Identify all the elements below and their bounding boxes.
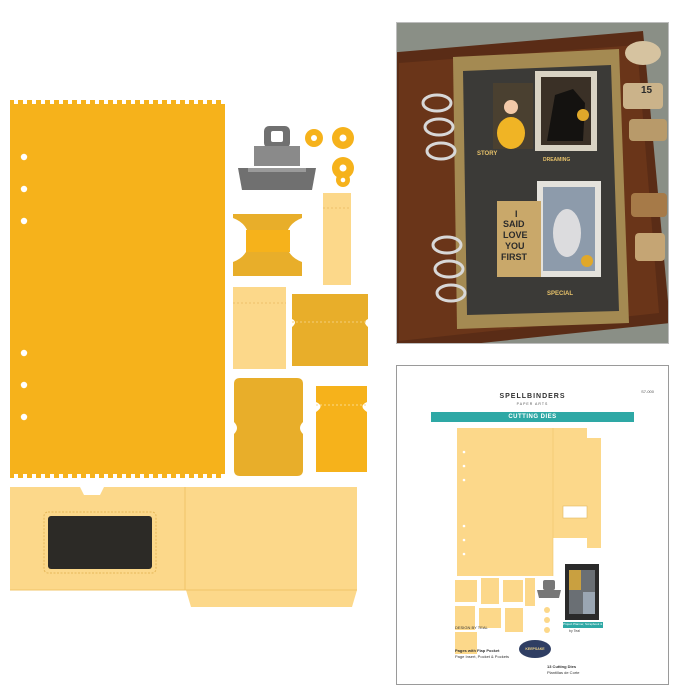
perforation-tooth xyxy=(50,100,54,104)
perforation-tooth xyxy=(158,100,162,104)
light-ticket-die xyxy=(233,287,286,369)
side-number: 15 xyxy=(641,85,653,96)
perforation-tooth xyxy=(194,474,198,478)
perforation-tooth xyxy=(23,474,27,478)
perforation-tooth xyxy=(122,474,126,478)
perforation-tooth xyxy=(104,100,108,104)
perforation-tooth xyxy=(86,100,90,104)
perforation-tooth xyxy=(50,474,54,478)
perforation-tooth xyxy=(194,100,198,104)
package-count: 13 Cutting Dies xyxy=(547,664,577,669)
perforation-tooth xyxy=(131,474,135,478)
perforation-tooth xyxy=(122,100,126,104)
pocket-window xyxy=(48,516,152,569)
bowtie-tag-die xyxy=(233,214,302,276)
perforation-tooth xyxy=(59,474,63,478)
perforation-tooth xyxy=(176,474,180,478)
perforation-tooth xyxy=(77,474,81,478)
circle-brads-die xyxy=(305,127,354,187)
binder-holes xyxy=(20,153,28,421)
package-brand: SPELLBINDERS xyxy=(499,393,566,400)
perforation-tooth xyxy=(113,474,117,478)
sample-project-photo: I SAID LOVE YOU FIRST STORY DREAMING SPE… xyxy=(396,22,669,344)
tag-line-5: FIRST xyxy=(501,252,527,262)
perforation-tooth xyxy=(212,474,216,478)
skinny-ticket-die xyxy=(323,193,351,285)
perforation-tooth xyxy=(167,100,171,104)
perforation-tooth xyxy=(23,100,27,104)
rounded-ticket-die xyxy=(234,378,303,476)
perforation-tooth xyxy=(77,100,81,104)
package-banner: CUTTING DIES xyxy=(431,412,634,422)
perforation-tooth xyxy=(185,474,189,478)
perforation-tooth xyxy=(221,100,225,104)
perforation-tooth xyxy=(140,474,144,478)
package-brand-sub: PAPER ARTS xyxy=(516,402,549,406)
perforation-tooth xyxy=(59,100,63,104)
perforation-tooth xyxy=(212,100,216,104)
keepsake-logo: KEEPSAKE xyxy=(519,640,551,658)
package-sku: S7-000 xyxy=(641,389,654,394)
package-count-2: Plantillas de Corte xyxy=(547,670,580,675)
tall-ticket-die xyxy=(316,386,367,472)
perforation-tooth xyxy=(149,474,153,478)
perforation-tooth xyxy=(32,474,36,478)
perforation-tooth xyxy=(32,100,36,104)
story-word: STORY xyxy=(477,151,498,157)
product-package: SPELLBINDERS PAPER ARTS S7-000 CUTTING D… xyxy=(396,365,669,685)
die-set-illustration xyxy=(10,100,368,607)
perforation-tooth xyxy=(68,474,72,478)
perforation-tooth xyxy=(176,100,180,104)
perforation-tooth xyxy=(203,100,207,104)
perforation-tooth xyxy=(149,100,153,104)
perforation-tooth xyxy=(104,474,108,478)
package-die-art xyxy=(455,428,603,654)
page-insert-die xyxy=(10,100,225,478)
perforation-tooth xyxy=(131,100,135,104)
perforation-tooth xyxy=(140,100,144,104)
perforation-tooth xyxy=(185,100,189,104)
flap-pocket-die xyxy=(10,487,357,607)
planner-photo-art xyxy=(397,23,668,343)
package-designer: DESIGN BY TEAL xyxy=(455,625,488,630)
perforation-tooth xyxy=(68,100,72,104)
package-right-note-2: by Teal xyxy=(569,629,581,633)
dreaming-word: DREAMING xyxy=(543,157,571,163)
perforation-tooth xyxy=(95,474,99,478)
perforation-tooth xyxy=(14,474,18,478)
perforation-tooth xyxy=(203,474,207,478)
perforation-tooth xyxy=(95,100,99,104)
perforation-tooth xyxy=(221,474,225,478)
tag-line-1: I xyxy=(515,209,518,219)
perforation-tooth xyxy=(86,474,90,478)
perforation-tooth xyxy=(113,100,117,104)
package-product-name: Pages with Flap Pocket xyxy=(455,648,500,653)
notched-ticket-die xyxy=(292,294,368,366)
package-right-note: Project Planner, Scrapbook & Journal xyxy=(563,622,613,626)
perforation-tooth xyxy=(41,100,45,104)
tag-line-3: LOVE xyxy=(503,230,528,240)
binder-clip-die xyxy=(238,126,316,190)
perforation-tooth xyxy=(167,474,171,478)
perforation-tooth xyxy=(158,474,162,478)
package-product-name-2: Page Insert, Pocket & Pockets xyxy=(455,654,510,659)
perforation-tooth xyxy=(41,474,45,478)
tag-line-4: YOU xyxy=(505,241,525,251)
tag-line-2: SAID xyxy=(503,219,525,229)
perforation-tooth xyxy=(14,100,18,104)
special-word: SPECIAL xyxy=(547,291,574,297)
